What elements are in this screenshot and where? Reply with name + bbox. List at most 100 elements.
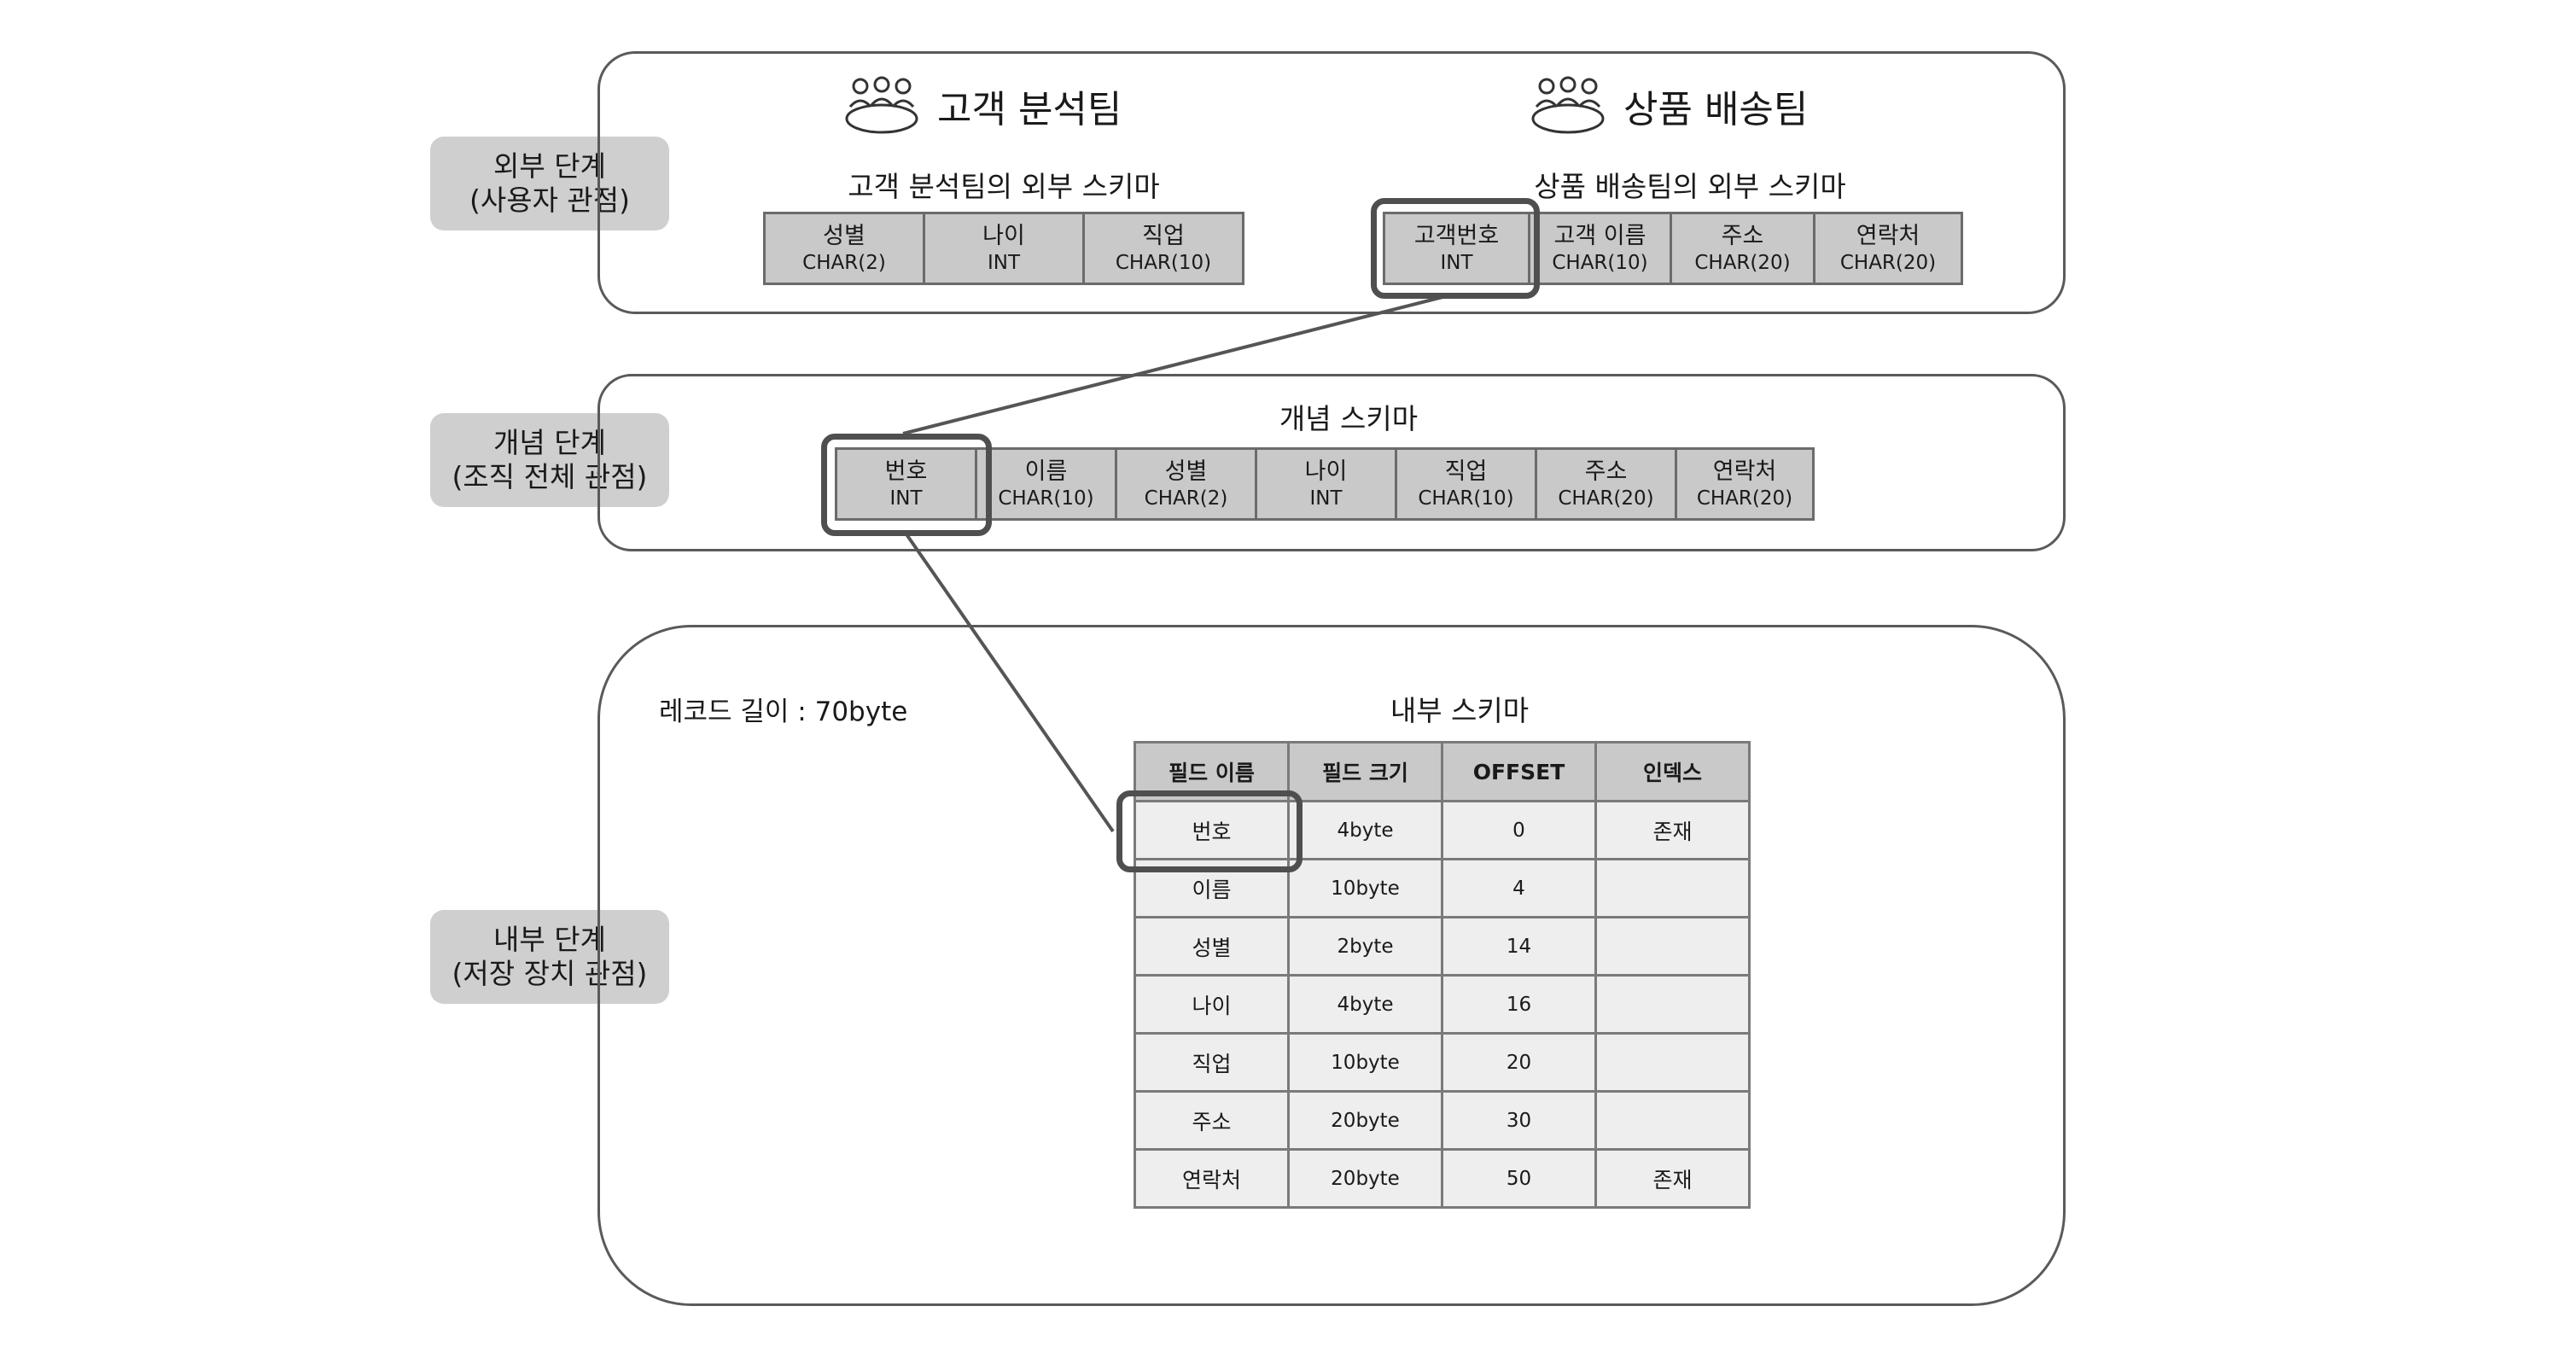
row-offset: 30 [1441,1090,1597,1151]
field-type: INT [1440,251,1473,274]
field-type: CHAR(20) [1839,251,1937,274]
row-field-name: 직업 [1134,1032,1290,1093]
schema-field: 주소 CHAR(20) [1672,214,1815,283]
field-name: 주소 [1721,222,1764,249]
schema-field: 직업 CHAR(10) [1397,450,1537,518]
external-level-title: 외부 단계 [493,149,606,183]
analysis-schema-fields: 성별 CHAR(2) 나이 INT 직업 CHAR(10) [763,212,1244,285]
field-type: INT [987,251,1021,274]
conceptual-schema-fields: 번호 INT 이름 CHAR(10) 성별 CHAR(2) 나이 INT 직업 … [835,447,1815,521]
row-offset: 14 [1441,916,1597,977]
header-offset: OFFSET [1441,741,1597,802]
field-name: 나이 [1304,458,1348,485]
row-field-name: 성별 [1134,916,1290,977]
row-field-name: 나이 [1134,974,1290,1035]
row-field-name: 연락처 [1134,1148,1290,1209]
table-row: 직업 10byte 20 [1134,1032,1751,1093]
field-type: CHAR(20) [1558,487,1654,510]
conceptual-schema-title: 개념 스키마 [1279,402,1419,435]
team-delivery: 상품 배송팀 [1530,75,1808,137]
field-type: CHAR(10) [1115,251,1212,274]
schema-field: 주소 CHAR(20) [1537,450,1677,518]
field-type: CHAR(2) [802,251,886,274]
external-panel [597,51,2066,314]
table-row: 나이 4byte 16 [1134,974,1751,1035]
external-level-subtitle: (사용자 관점) [469,184,631,217]
field-name: 연락처 [1712,458,1777,485]
field-name: 번호 [884,458,928,485]
conceptual-to-internal-line [905,533,1115,833]
schema-field: 연락처 CHAR(20) [1815,214,1961,283]
field-type: CHAR(20) [1694,251,1791,274]
internal-level-label: 내부 단계 (저장 장치 관점) [430,910,669,1004]
schema-field: 성별 CHAR(2) [766,214,925,283]
field-type: CHAR(10) [1418,487,1514,510]
table-row: 번호 4byte 0 존재 [1134,800,1751,860]
conceptual-level-title: 개념 단계 [493,426,606,459]
row-offset: 4 [1441,858,1597,918]
highlight-number-internal [1116,790,1303,872]
team-delivery-name: 상품 배송팀 [1623,88,1809,131]
internal-level-subtitle: (저장 장치 관점) [452,957,648,990]
row-field-name: 번호 [1134,800,1290,860]
highlight-number-conceptual [821,434,992,536]
schema-field: 나이 INT [1257,450,1397,518]
field-name: 성별 [1164,458,1208,485]
field-name: 연락처 [1856,222,1920,249]
field-name: 고객 이름 [1553,222,1646,249]
analysis-schema-title: 고객 분석팀의 외부 스키마 [848,170,1160,203]
table-row: 성별 2byte 14 [1134,916,1751,977]
schema-field: 나이 INT [925,214,1085,283]
row-field-size: 20byte [1287,1090,1443,1151]
schema-field: 직업 CHAR(10) [1085,214,1242,283]
group-of-people-icon [1531,76,1605,134]
row-offset: 16 [1441,974,1597,1035]
internal-panel [597,625,2066,1306]
schema-field: 연락처 CHAR(20) [1677,450,1812,518]
internal-schema-table: 필드 이름 필드 크기 OFFSET 인덱스 번호 4byte 0 존재 이름 … [1134,741,1751,1209]
row-offset: 0 [1441,800,1597,860]
external-level-label: 외부 단계 (사용자 관점) [430,137,669,230]
field-type: INT [1309,487,1343,510]
row-index: 존재 [1594,1148,1751,1209]
field-type: INT [889,487,923,510]
row-index [1594,916,1751,977]
field-name: 고객번호 [1413,222,1500,249]
delivery-schema-fields: 고객번호 INT 고객 이름 CHAR(10) 주소 CHAR(20) 연락처 … [1383,212,1963,285]
row-field-size: 2byte [1287,916,1443,977]
field-name: 직업 [1142,222,1185,249]
header-index: 인덱스 [1594,741,1751,802]
field-type: CHAR(10) [1552,251,1648,274]
external-to-conceptual-line [902,294,1450,435]
row-field-size: 10byte [1287,1032,1443,1093]
schema-field: 번호 INT [837,450,977,518]
field-type: CHAR(2) [1144,487,1228,510]
row-field-size: 10byte [1287,858,1443,918]
table-row: 연락처 20byte 50 존재 [1134,1148,1751,1209]
table-row: 이름 10byte 4 [1134,858,1751,918]
row-field-size: 20byte [1287,1148,1443,1209]
team-analysis: 고객 분석팀 [843,75,1122,137]
row-field-name: 주소 [1134,1090,1290,1151]
header-field-size: 필드 크기 [1287,741,1443,802]
field-type: CHAR(10) [998,487,1094,510]
delivery-schema-title: 상품 배송팀의 외부 스키마 [1534,170,1846,203]
schema-field: 고객 이름 CHAR(10) [1530,214,1672,283]
conceptual-panel [597,374,2066,551]
row-offset: 50 [1441,1148,1597,1209]
field-name: 성별 [823,222,865,249]
team-analysis-name: 고객 분석팀 [937,88,1122,131]
field-name: 이름 [1024,458,1068,485]
field-type: CHAR(20) [1696,487,1793,510]
row-index: 존재 [1594,800,1751,860]
schema-field: 이름 CHAR(10) [977,450,1117,518]
conceptual-level-subtitle: (조직 전체 관점) [452,460,648,493]
internal-level-title: 내부 단계 [493,923,606,956]
highlight-customer-number [1371,198,1540,299]
row-index [1594,858,1751,918]
row-index [1594,1090,1751,1151]
table-row: 주소 20byte 30 [1134,1090,1751,1151]
record-length: 레코드 길이 : 70byte [659,697,908,727]
schema-field: 고객번호 INT [1385,214,1530,283]
